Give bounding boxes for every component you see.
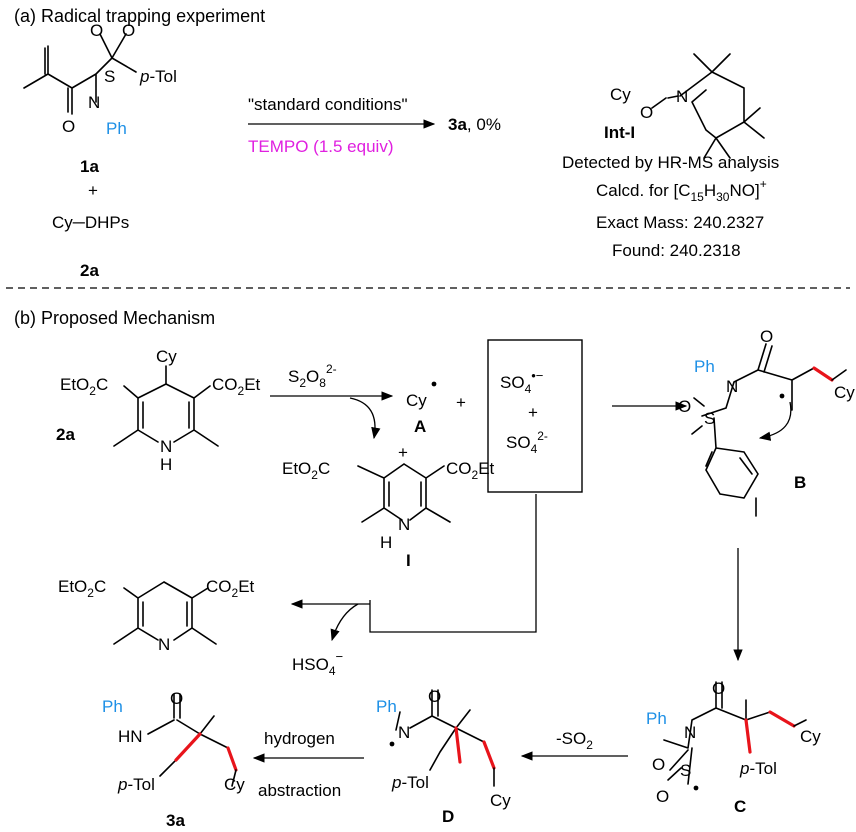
sulfate-dianion: SO42-	[506, 429, 548, 456]
cy-on-c: Cy	[800, 727, 821, 746]
co2et-pyr: CO2Et	[206, 577, 255, 600]
minus-so2: -SO2	[556, 729, 593, 752]
intermediate-i: + EtO2C CO2Et N H	[282, 443, 495, 552]
eto2c-i: EtO2C	[282, 459, 330, 482]
ptol-group: p-Tol	[139, 67, 177, 86]
hn-on-3a: HN	[118, 727, 143, 746]
eto2c-pyr: EtO2C	[58, 577, 106, 600]
n-on-2a: N	[160, 437, 172, 456]
label-I: I	[406, 551, 411, 570]
int-i-label: Int-I	[604, 123, 635, 142]
h-on-i: H	[380, 533, 392, 552]
o-top-c: O	[712, 679, 725, 698]
label-2a-top: 2a	[80, 261, 99, 280]
intermediate-c: O Ph N Cy p-Tol O S O	[646, 679, 821, 806]
curved-arrow-to-i	[349, 397, 381, 440]
n-on-c: N	[684, 723, 696, 742]
standard-conditions: "standard conditions"	[248, 95, 408, 114]
cy-on-d: Cy	[490, 791, 511, 810]
n-on-d: N	[398, 723, 410, 742]
n-on-pyr: N	[158, 635, 170, 654]
o-on-d: O	[428, 687, 441, 706]
abstraction-label: abstraction	[258, 781, 341, 800]
sulfate-box	[487, 339, 583, 493]
ms-line-2: Calcd. for [C15H30NO]+	[596, 177, 767, 204]
hantzsch-ester-2a: Cy EtO2C CO2Et N H	[60, 347, 261, 474]
persulfate: S2O82-	[288, 362, 337, 390]
co2et-2a: CO2Et	[212, 375, 261, 398]
ms-line-1: Detected by HR-MS analysis	[562, 153, 779, 172]
product-result: 3a, 0%	[448, 115, 501, 134]
radical-dot-d	[389, 741, 395, 747]
sulfur-atom: S	[104, 67, 115, 86]
cy-dhps: Cy─DHPs	[52, 213, 129, 232]
label-B: B	[794, 473, 806, 492]
plus-sign-box: +	[528, 403, 538, 422]
sulfonyl-o-right: O	[122, 21, 135, 40]
radical-dot-b	[779, 393, 785, 399]
carbonyl-o-b: O	[760, 327, 773, 346]
o-left-c: O	[652, 755, 665, 774]
label-2a-mech: 2a	[56, 425, 75, 444]
hso4-path	[292, 494, 537, 633]
label-3a-final: 3a	[166, 811, 185, 830]
co2et-i: CO2Et	[446, 459, 495, 482]
s-on-c: S	[680, 761, 691, 780]
tempo-o: O	[640, 103, 653, 122]
cy-radical: Cy	[406, 391, 427, 410]
o-bottom-c: O	[656, 787, 669, 806]
ptol-on-c: p-Tol	[739, 759, 777, 778]
part-a-heading: (a) Radical trapping experiment	[14, 6, 265, 26]
ptol-on-3a: p-Tol	[117, 775, 155, 794]
n-on-b: N	[726, 377, 738, 396]
n-on-i: N	[398, 515, 410, 534]
o-on-b: O	[678, 397, 691, 416]
s-on-b: S	[704, 409, 715, 428]
substrate-1a: O O S p-Tol N Ph O	[23, 21, 177, 138]
label-A: A	[414, 417, 426, 436]
plus-sign-b: +	[456, 393, 466, 412]
radical-dot-c	[693, 785, 699, 791]
curved-arrow-hso4	[330, 603, 359, 642]
nitrogen-atom: N	[88, 93, 100, 112]
radical-dot-a	[431, 381, 437, 387]
eto2c-2a: EtO2C	[60, 375, 108, 398]
intermediate-d: O Ph N p-Tol Cy	[376, 687, 511, 810]
tempo-cy: Cy	[610, 85, 631, 104]
sulfate-radical-anion: SO4•−	[500, 368, 543, 396]
bisulfate: HSO4−	[292, 649, 343, 678]
ph-on-d: Ph	[376, 697, 397, 716]
phenyl-label: Ph	[106, 119, 127, 138]
product-3a: O Ph HN p-Tol Cy	[102, 689, 245, 794]
ph-on-3a: Ph	[102, 697, 123, 716]
label-C: C	[734, 797, 746, 816]
tempo-conditions: TEMPO (1.5 equiv)	[248, 137, 394, 156]
hydrogen-label: hydrogen	[264, 729, 335, 748]
pyridine-product: EtO2C CO2Et N	[58, 577, 255, 654]
ptol-on-d: p-Tol	[391, 773, 429, 792]
carbonyl-oxygen: O	[62, 117, 75, 136]
ph-on-b: Ph	[694, 357, 715, 376]
cation-sign: +	[398, 443, 408, 462]
intermediate-b: O Cy Ph N S O	[678, 327, 855, 517]
part-b-heading: (b) Proposed Mechanism	[14, 308, 215, 328]
cy-on-b: Cy	[834, 383, 855, 402]
label-1a: 1a	[80, 157, 99, 176]
ms-line-4: Found: 240.2318	[612, 241, 741, 260]
plus-sign-a: +	[88, 181, 98, 200]
label-D: D	[442, 807, 454, 826]
ms-line-3: Exact Mass: 240.2327	[596, 213, 764, 232]
cy-on-2a: Cy	[156, 347, 177, 366]
cy-on-3a: Cy	[224, 775, 245, 794]
sulfonyl-o-left: O	[90, 21, 103, 40]
o-on-3a: O	[170, 689, 183, 708]
h-on-2a: H	[160, 455, 172, 474]
tempo-adduct-int-i: N O Cy	[610, 53, 765, 159]
tempo-n: N	[676, 87, 688, 106]
ph-on-c: Ph	[646, 709, 667, 728]
